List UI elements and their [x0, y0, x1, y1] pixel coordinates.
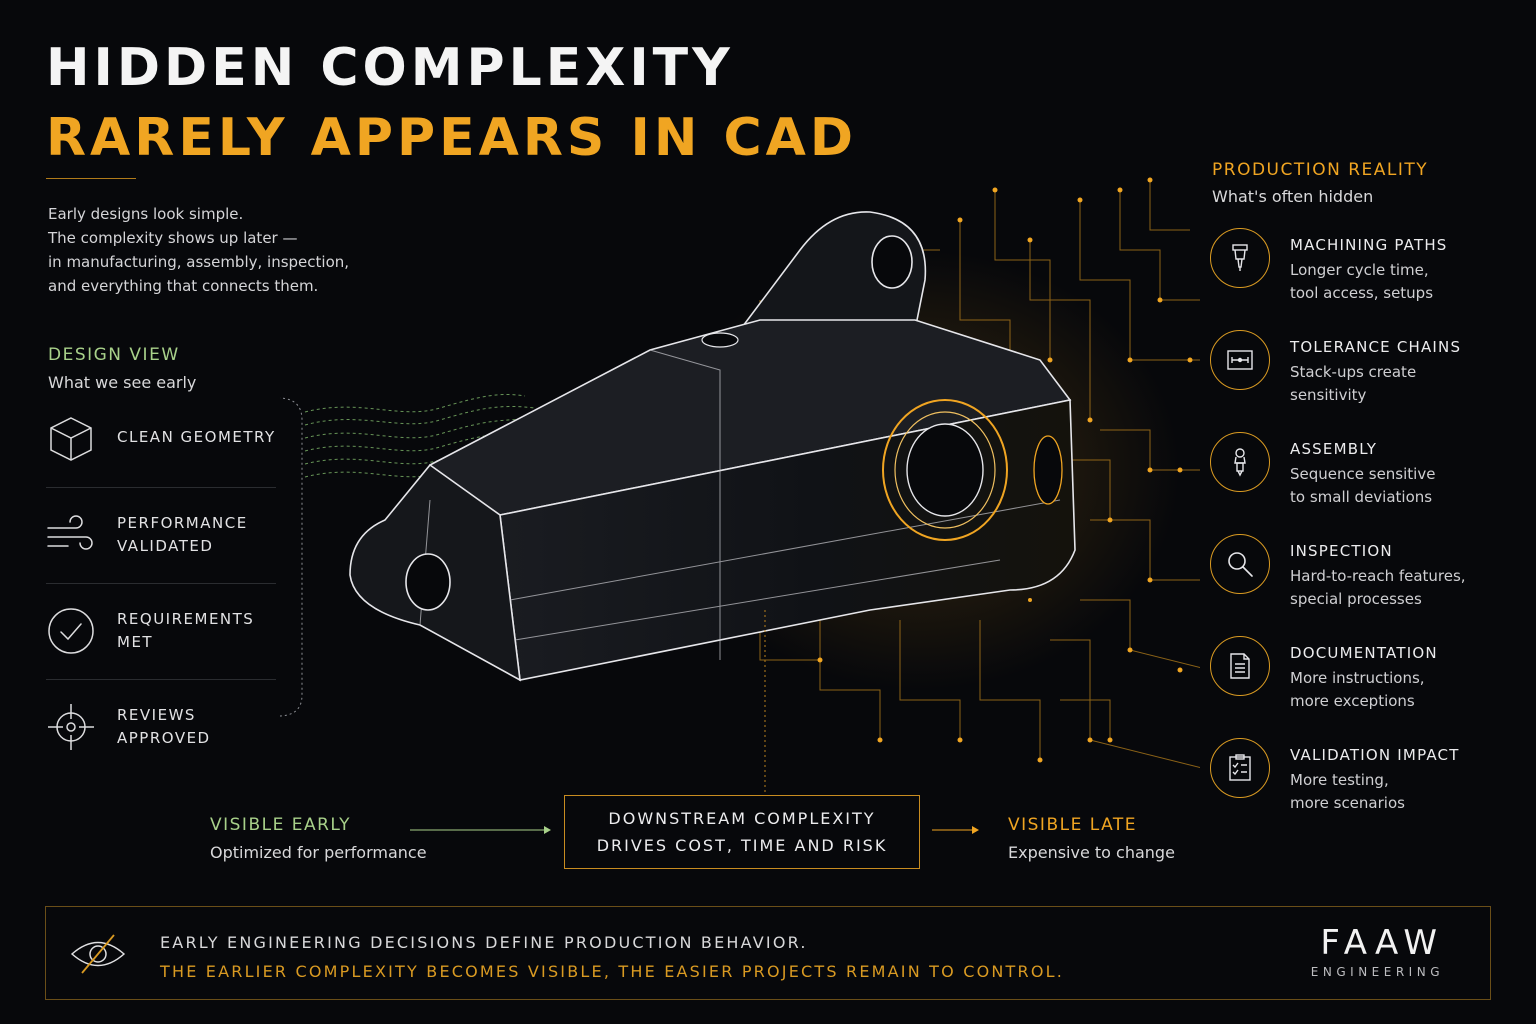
list-item: MACHINING PATHS Longer cycle time, tool …: [1210, 226, 1510, 328]
reality-item-title: MACHINING PATHS: [1290, 236, 1448, 254]
visible-late-subheading: Expensive to change: [1008, 843, 1175, 862]
design-item-label-line: MET: [117, 633, 154, 651]
title-underline: [46, 178, 136, 179]
visible-late-heading: VISIBLE LATE: [1008, 815, 1138, 835]
intro-line: and everything that connects them.: [48, 277, 319, 295]
reality-item-title: TOLERANCE CHAINS: [1290, 338, 1462, 356]
design-bracket: [280, 397, 303, 717]
design-item-label-line: REQUIREMENTS: [117, 610, 255, 628]
title-line-1: HIDDEN COMPLEXITY: [46, 38, 734, 98]
icon-circle: [1210, 432, 1270, 492]
intro-line: The complexity shows up later —: [48, 229, 298, 247]
design-item-label: CLEAN GEOMETRY: [117, 428, 276, 446]
icon-circle: [1210, 738, 1270, 798]
list-item: REQUIREMENTS MET: [46, 584, 276, 680]
design-view-subheading: What we see early: [48, 373, 197, 392]
design-item-label-line: VALIDATED: [117, 537, 214, 555]
production-reality-subheading: What's often hidden: [1212, 187, 1374, 206]
reality-item-desc-line: more exceptions: [1290, 692, 1415, 710]
main-bore: [882, 399, 1008, 541]
list-item: DOCUMENTATION More instructions, more ex…: [1210, 634, 1510, 736]
wind-flow-icon: [47, 515, 93, 550]
arrow-right-icon: [932, 826, 979, 834]
list-item: VALIDATION IMPACT More testing, more sce…: [1210, 736, 1510, 838]
reality-item-desc-line: Hard-to-reach features,: [1290, 567, 1466, 585]
checklist-clipboard-icon: [1229, 754, 1251, 781]
title-line-2: RARELY APPEARS IN CAD: [46, 108, 858, 168]
cad-part-illustration: [280, 177, 1200, 795]
footer-line-1: EARLY ENGINEERING DECISIONS DEFINE PRODU…: [160, 933, 808, 952]
design-item-label: REQUIREMENTS MET: [117, 608, 254, 654]
reality-item-desc-line: sensitivity: [1290, 386, 1367, 404]
reality-item-desc-line: special processes: [1290, 590, 1422, 608]
reality-item-title: DOCUMENTATION: [1290, 644, 1438, 662]
downstream-complexity-box: DOWNSTREAM COMPLEXITY DRIVES COST, TIME …: [564, 795, 920, 869]
reality-item-desc-line: tool access, setups: [1290, 284, 1434, 302]
document-icon: [1230, 653, 1250, 679]
intro-line: in manufacturing, assembly, inspection,: [48, 253, 350, 271]
design-item-label: PERFORMANCE VALIDATED: [117, 512, 248, 558]
production-reality-list: MACHINING PATHS Longer cycle time, tool …: [1210, 226, 1510, 838]
reality-item-desc: More testing, more scenarios: [1290, 769, 1405, 815]
reality-item-desc-line: to small deviations: [1290, 488, 1433, 506]
tolerance-gauge-icon: [1227, 350, 1253, 370]
icon-circle: [1210, 534, 1270, 594]
center-box-line-1: DOWNSTREAM COMPLEXITY: [608, 809, 876, 828]
lug-hole: [871, 235, 913, 289]
reality-item-desc-line: Sequence sensitive: [1290, 465, 1436, 483]
cube-icon: [50, 417, 92, 461]
design-item-label-line: REVIEWS: [117, 706, 196, 724]
checkmark-circle-icon: [48, 608, 94, 654]
list-item: CLEAN GEOMETRY: [46, 392, 276, 488]
reality-item-desc: More instructions, more exceptions: [1290, 667, 1425, 713]
list-item: PERFORMANCE VALIDATED: [46, 488, 276, 584]
brand-logo: FAAW: [1320, 923, 1444, 963]
eye-slash-icon: [70, 934, 126, 974]
visible-early-heading: VISIBLE EARLY: [210, 815, 352, 835]
milling-tool-icon: [1232, 244, 1248, 271]
reality-item-desc-line: more scenarios: [1290, 794, 1405, 812]
list-item: TOLERANCE CHAINS Stack-ups create sensit…: [1210, 328, 1510, 430]
design-view-heading: DESIGN VIEW: [48, 345, 180, 365]
reality-item-title: VALIDATION IMPACT: [1290, 746, 1460, 764]
icon-circle: [1210, 636, 1270, 696]
assembly-fastener-icon: [1234, 448, 1246, 477]
nose-hole: [405, 553, 451, 611]
reality-item-desc-line: More testing,: [1290, 771, 1389, 789]
reality-item-desc-line: More instructions,: [1290, 669, 1425, 687]
list-item: ASSEMBLY Sequence sensitive to small dev…: [1210, 430, 1510, 532]
list-item: INSPECTION Hard-to-reach features, speci…: [1210, 532, 1510, 634]
arrow-right-icon: [410, 826, 551, 834]
design-view-list: CLEAN GEOMETRY PERFORMANCE VALIDATED REQ…: [46, 392, 276, 775]
reality-item-desc-line: Stack-ups create: [1290, 363, 1417, 381]
intro-line: Early designs look simple.: [48, 205, 244, 223]
icon-circle: [1210, 330, 1270, 390]
reality-item-desc: Stack-ups create sensitivity: [1290, 361, 1416, 407]
center-box-line-2: DRIVES COST, TIME AND RISK: [596, 836, 888, 855]
reality-item-desc: Sequence sensitive to small deviations: [1290, 463, 1435, 509]
visible-early-subheading: Optimized for performance: [210, 843, 427, 862]
footer-banner: EARLY ENGINEERING DECISIONS DEFINE PRODU…: [45, 906, 1491, 1000]
reality-item-title: INSPECTION: [1290, 542, 1393, 560]
footer-line-2: THE EARLIER COMPLEXITY BECOMES VISIBLE, …: [160, 962, 1065, 981]
design-item-label-line: PERFORMANCE: [117, 514, 248, 532]
reality-item-desc-line: Longer cycle time,: [1290, 261, 1429, 279]
reality-item-desc: Longer cycle time, tool access, setups: [1290, 259, 1433, 305]
brand-logo-subtitle: ENGINEERING: [1310, 965, 1444, 979]
reality-item-title: ASSEMBLY: [1290, 440, 1378, 458]
magnifier-icon: [1228, 552, 1253, 577]
intro-text: Early designs look simple. The complexit…: [48, 202, 349, 298]
list-item: REVIEWS APPROVED: [46, 680, 276, 775]
production-reality-heading: PRODUCTION REALITY: [1212, 160, 1429, 180]
icon-circle: [1210, 228, 1270, 288]
reality-item-desc: Hard-to-reach features, special processe…: [1290, 565, 1466, 611]
crosshair-icon: [48, 704, 94, 750]
design-item-label-line: APPROVED: [117, 729, 211, 747]
design-item-label: REVIEWS APPROVED: [117, 704, 211, 750]
